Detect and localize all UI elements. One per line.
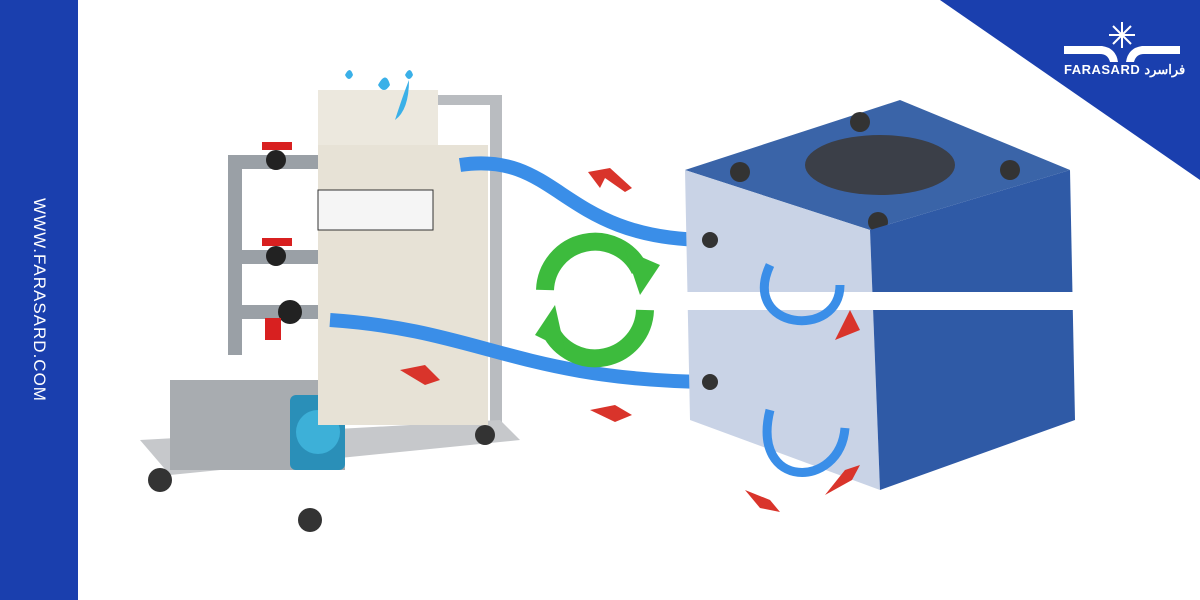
- sidebar: WWW.FARASARD.COM: [0, 0, 78, 600]
- brand-logo: [1064, 22, 1180, 62]
- brand-name: FARASARD فراسرد: [1064, 62, 1185, 78]
- flow-arrow-icon: [400, 168, 860, 512]
- flow-u-icon: [759, 263, 850, 477]
- website-url: WWW.FARASARD.COM: [30, 198, 49, 402]
- hose-top: [458, 156, 711, 247]
- recycle-arrows-icon: [535, 232, 660, 368]
- illustration: [140, 70, 1085, 532]
- heat-exchanger: [685, 100, 1085, 490]
- cleaning-machine: [140, 90, 520, 532]
- hose-bottom: [329, 313, 711, 389]
- corner-banner: [940, 0, 1200, 180]
- brand-name-latin: FARASARD: [1064, 62, 1141, 77]
- water-splash-icon: [345, 70, 413, 120]
- brand-name-persian: فراسرد: [1144, 62, 1186, 77]
